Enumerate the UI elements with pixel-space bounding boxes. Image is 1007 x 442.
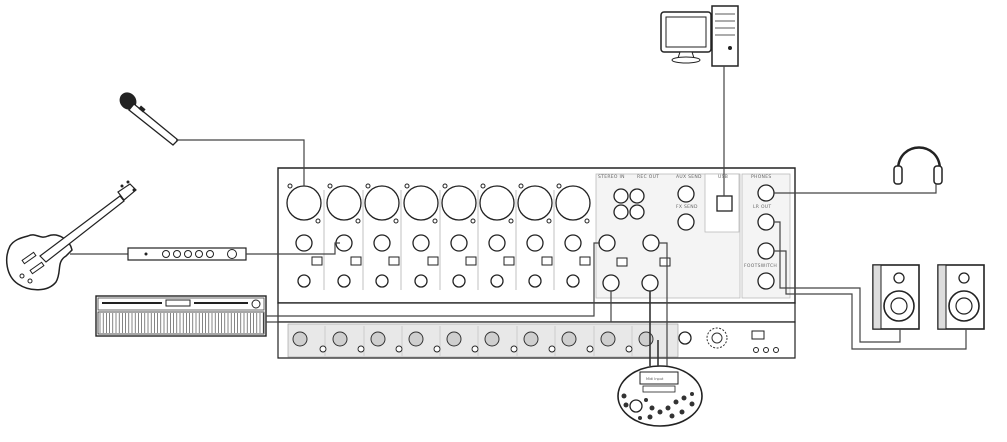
guitar-icon [5,180,137,291]
xlr-jack-2 [326,183,362,224]
aux-fx-jacks [677,185,695,231]
xlr-jack-7 [517,183,553,224]
usb-port [716,195,733,212]
microphone-icon [119,92,179,146]
label-stereo-in: STEREO IN [598,174,625,180]
channel-knob-strip [287,323,679,358]
keyboard-cable-l [266,242,600,317]
knob-row [292,331,654,347]
label-usb: USB [718,174,728,180]
speaker-cable-l [774,221,901,343]
xlr-jack-3 [364,183,400,224]
label-footswitch: FOOTSWITCH [744,263,777,269]
phones-cable [774,184,937,194]
pad-switches [311,256,591,266]
phones-out-jacks [757,184,775,290]
di-box-icon [127,247,247,261]
master-controls [678,327,779,353]
drum-module-icon: Midi Input [617,365,703,427]
xlr-inputs [286,183,591,224]
drum-cable-3 [659,242,668,366]
xlr-jack-6 [479,183,515,224]
stereo-in-jacks [598,188,671,292]
drum-module-label: Midi Input [646,377,664,381]
label-phones: PHONES [751,174,772,180]
label-fx-send: FX SEND [676,204,698,210]
keyboard-cable-r [266,291,612,323]
speaker-icon [872,264,920,330]
xlr-jack-4 [403,183,439,224]
label-lr-out: LR OUT [753,204,771,210]
xlr-jack-1 [286,183,322,224]
label-aux-send: AUX SEND [676,174,702,180]
headphones-icon [893,146,943,185]
speaker-cable-r [774,250,967,350]
xlr-jack-8 [555,183,591,224]
speaker-icon-2 [937,264,985,330]
computer-icon [660,5,739,67]
line-inputs [295,234,582,252]
keyboard-icon [95,295,267,337]
mic-cable [176,139,305,186]
xlr-jack-5 [441,183,477,224]
insert-jacks [297,274,580,288]
label-rec-out: REC OUT [637,174,659,180]
di-cable [246,242,340,255]
